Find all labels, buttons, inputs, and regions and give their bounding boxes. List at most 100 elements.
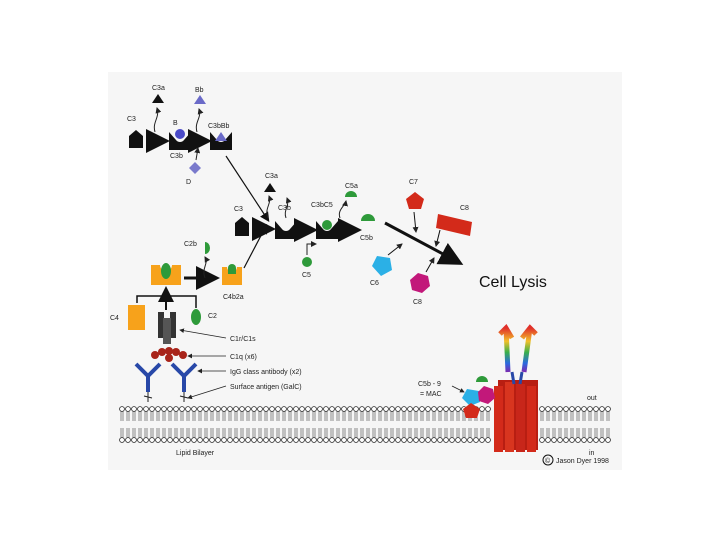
- antigen-left: [143, 392, 153, 402]
- lipid-tail: [582, 428, 586, 438]
- lipid-head: [119, 406, 125, 412]
- lipid-head: [473, 437, 479, 443]
- lipid-head: [557, 406, 563, 412]
- lipid-tail: [348, 411, 352, 421]
- lipid-tail: [420, 411, 424, 421]
- mac-stem: [510, 371, 524, 385]
- lipid-head: [437, 406, 443, 412]
- lipid-head: [599, 406, 605, 412]
- credit-text: Jason Dyer 1998: [556, 458, 609, 465]
- lipid-tail: [432, 428, 436, 438]
- lipid-tail: [228, 428, 232, 438]
- lipid-head: [245, 437, 251, 443]
- lipid-head: [221, 406, 227, 412]
- lipid-tail: [306, 411, 310, 421]
- lipid-tail: [390, 411, 394, 421]
- lipid-bilayer: [119, 406, 611, 443]
- lipid-head: [305, 406, 311, 412]
- lipid-tail: [318, 411, 322, 421]
- lipid-tail: [270, 428, 274, 438]
- lipid-tail: [120, 428, 124, 438]
- lipid-head: [383, 406, 389, 412]
- lipid-tail: [378, 428, 382, 438]
- lipid-head: [413, 437, 419, 443]
- lipid-head: [203, 406, 209, 412]
- label-c7: C7: [409, 179, 418, 186]
- lipid-head: [239, 406, 245, 412]
- lipid-tail: [402, 411, 406, 421]
- label-c3bc5: C3bC5: [311, 202, 333, 209]
- lipid-tail: [240, 411, 244, 421]
- classical-pathway: C2b C4b2a C4 C2: [110, 223, 268, 330]
- mac-c6-shape: [462, 389, 480, 406]
- lipid-head: [377, 406, 383, 412]
- label-in: in: [589, 450, 595, 457]
- lipid-tail: [426, 428, 430, 438]
- copyright-icon: [542, 454, 554, 466]
- lipid-head: [143, 406, 149, 412]
- lipid-tail: [264, 428, 268, 438]
- lipid-tail: [588, 411, 592, 421]
- lipid-tail: [408, 428, 412, 438]
- pointer-mac: [451, 385, 465, 393]
- lipid-tail: [198, 428, 202, 438]
- label-c3bbb-alt: C3bBb: [208, 123, 230, 130]
- lipid-tail: [168, 428, 172, 438]
- lipid-tail: [246, 428, 250, 438]
- lipid-head: [215, 406, 221, 412]
- lipid-head: [311, 406, 317, 412]
- lipid-head: [437, 437, 443, 443]
- lipid-tail: [186, 428, 190, 438]
- lipid-tail: [216, 428, 220, 438]
- lipid-tail: [210, 411, 214, 421]
- lipid-head: [467, 437, 473, 443]
- lipid-head: [371, 406, 377, 412]
- c3a-triangle-shape: [152, 94, 164, 103]
- c3-house-amp-shape: [235, 217, 249, 236]
- lipid-head: [215, 437, 221, 443]
- lipid-head: [257, 437, 263, 443]
- c1q-head-2: [158, 348, 166, 356]
- lipid-head: [269, 437, 275, 443]
- lipid-head: [287, 437, 293, 443]
- mac-c7-shape: [463, 403, 480, 418]
- lipid-tail: [438, 411, 442, 421]
- lipid-head: [449, 406, 455, 412]
- d-diamond-shape: [189, 162, 201, 174]
- lipid-tail: [600, 428, 604, 438]
- lipid-tail: [312, 411, 316, 421]
- lipid-tail: [240, 428, 244, 438]
- lipid-head: [173, 437, 179, 443]
- lipid-head: [563, 437, 569, 443]
- lipid-head: [251, 406, 257, 412]
- lipid-head: [197, 437, 203, 443]
- lipid-tail: [246, 411, 250, 421]
- lipid-tail: [480, 428, 484, 438]
- lipid-tail: [258, 411, 262, 421]
- lipid-head: [245, 406, 251, 412]
- lipid-head: [275, 406, 281, 412]
- lipid-head: [179, 437, 185, 443]
- lipid-head: [149, 437, 155, 443]
- label-out: out: [587, 395, 597, 402]
- lipid-head: [323, 406, 329, 412]
- lipid-tail: [210, 428, 214, 438]
- lipid-tail: [234, 428, 238, 438]
- arrow-c5-to-cup: [306, 241, 317, 255]
- lipid-head: [299, 406, 305, 412]
- lipid-tail: [468, 428, 472, 438]
- label-igg: IgG class antibody (x2): [230, 369, 302, 376]
- pointer-c1r-c1s: [179, 328, 227, 339]
- lipid-head: [539, 437, 545, 443]
- c5a-shape: [345, 191, 357, 197]
- lipid-tail: [594, 428, 598, 438]
- lipid-head: [347, 437, 353, 443]
- lipid-tail: [150, 428, 154, 438]
- lipid-head: [125, 406, 131, 412]
- mac-antibody-left: [498, 323, 515, 373]
- lipid-head: [317, 406, 323, 412]
- lipid-tail: [282, 411, 286, 421]
- lipid-head: [287, 406, 293, 412]
- c1q-head-1: [151, 351, 159, 359]
- lipid-head: [407, 406, 413, 412]
